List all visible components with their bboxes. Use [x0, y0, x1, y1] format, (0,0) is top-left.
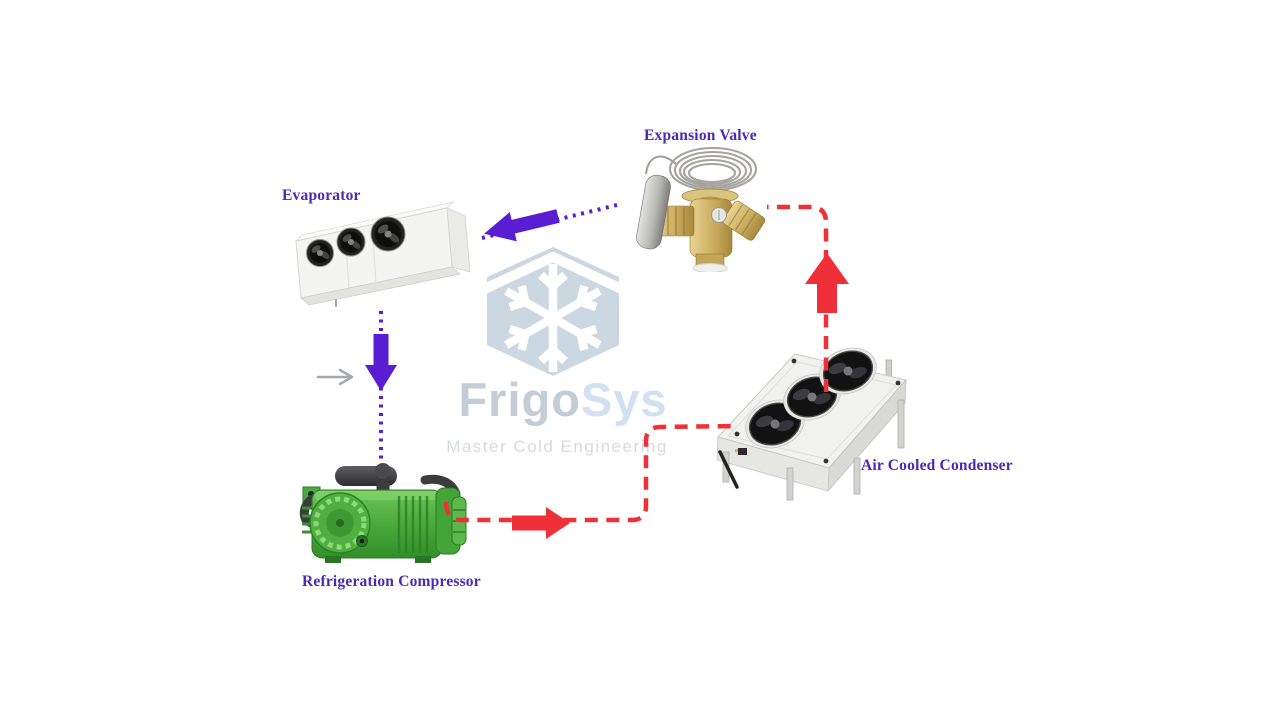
brand-wordmark: FrigoSys [398, 376, 728, 423]
evaporator-label: Evaporator [282, 187, 361, 204]
expansion-valve-label: Expansion Valve [644, 127, 757, 144]
discharge-line-compressor-to-condenser [443, 423, 737, 523]
condenser-illustration [716, 347, 907, 501]
arrow-down-icon [365, 334, 397, 391]
brand-tagline: Master Cold Engineering [446, 437, 668, 456]
brand-part2: Sys [580, 373, 668, 426]
evaporator-fans [306, 216, 406, 267]
brand-part1: Frigo [458, 373, 581, 426]
arrow-right-icon [512, 507, 570, 539]
snowflake-cube-icon [475, 247, 631, 376]
valve-capillary-coil [668, 146, 758, 192]
condenser-label: Air Cooled Condenser [861, 457, 1013, 474]
arrow-left-icon [484, 209, 560, 242]
compressor-label: Refrigeration Compressor [302, 573, 481, 590]
arrow-up-icon [805, 253, 849, 313]
valve-sensing-bulb [636, 174, 671, 250]
gray-pointer-arrow-icon [316, 368, 354, 386]
evaporator-illustration [294, 201, 471, 307]
liquid-line-condenser-to-valve [767, 204, 829, 392]
compressor-illustration [299, 463, 467, 563]
expansion-valve-illustration [636, 146, 766, 272]
